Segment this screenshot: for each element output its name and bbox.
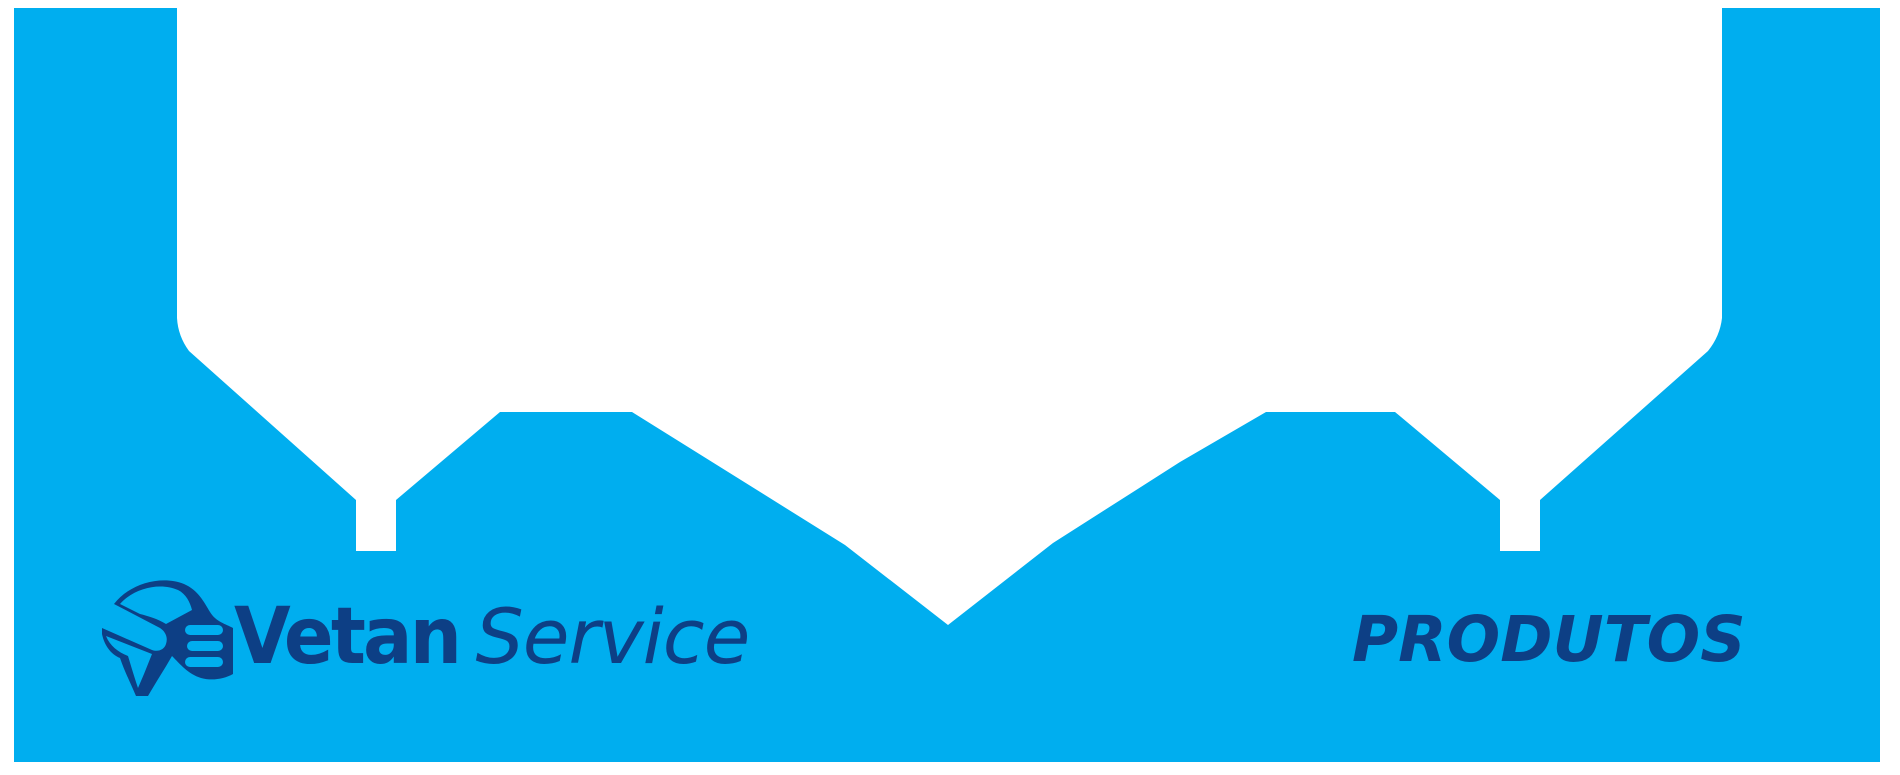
brand-logo[interactable]: Vetan Service [100,578,750,696]
section-title-produtos: PRODUTOS [1352,603,1746,676]
wrench-icon [102,580,233,696]
brand-name-primary: Vetan [234,592,462,682]
white-chevron-cutout [177,8,1722,625]
brand-wordmark: Vetan Service [234,592,750,682]
brand-name-secondary: Service [475,592,750,681]
